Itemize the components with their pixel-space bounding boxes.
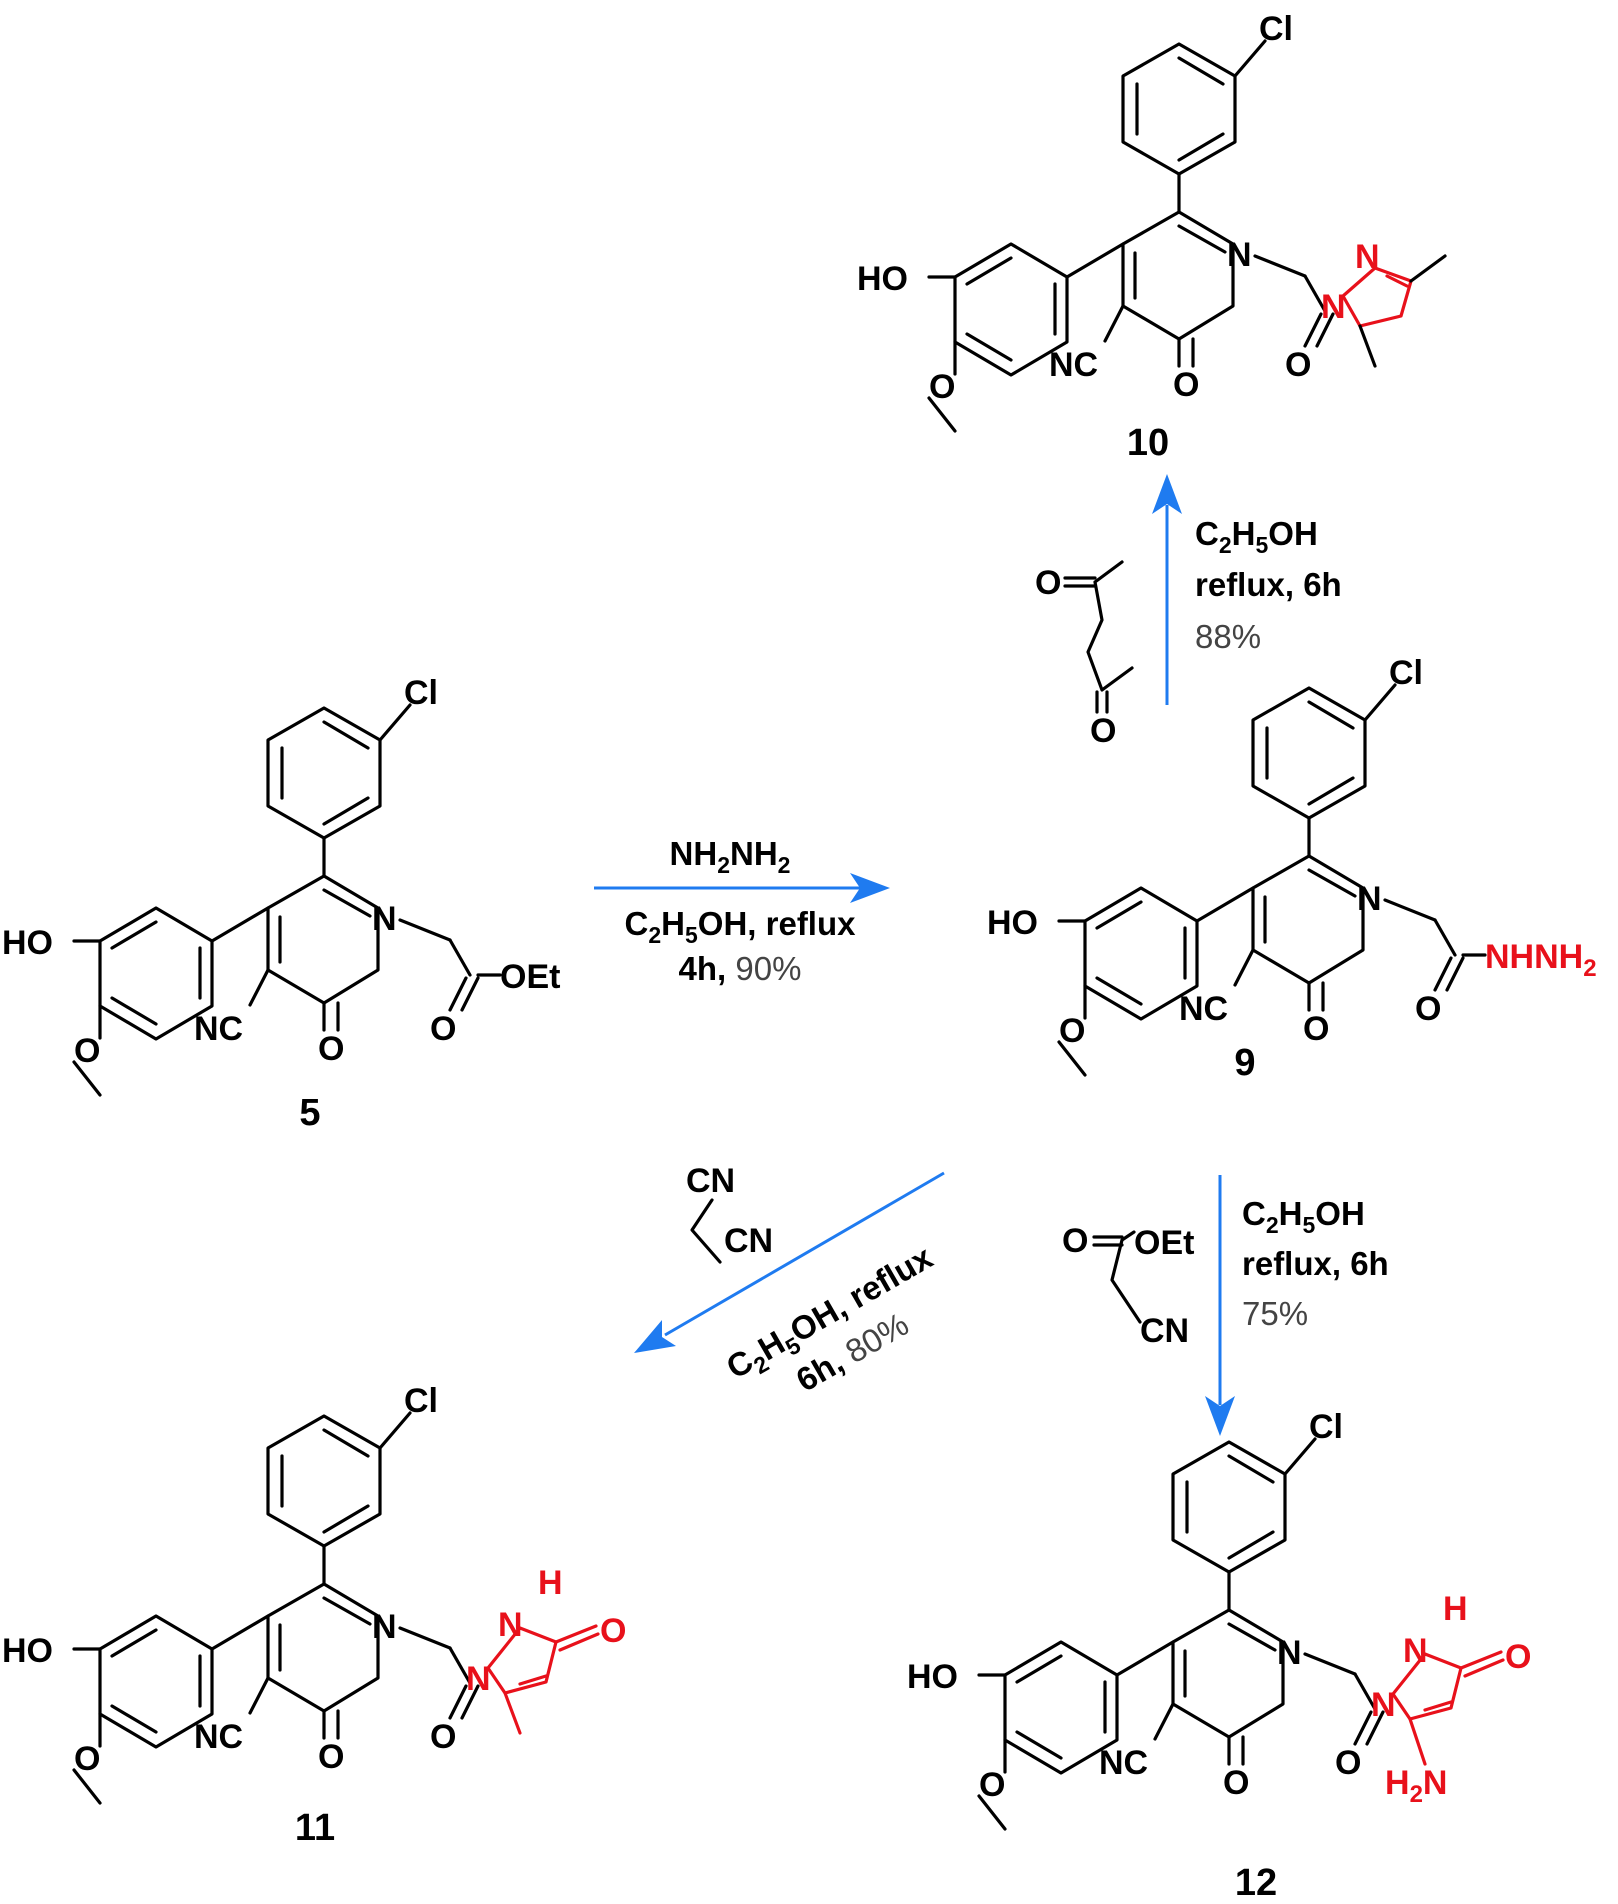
solvent-5-to-9: C2H5OH, reflux [625,905,857,948]
svg-text:O: O [1035,564,1061,602]
label-compound-10: 10 [1127,422,1169,464]
svg-text:CN: CN [1140,1312,1189,1350]
atom-h-pyrazolone: H [538,1564,563,1602]
compound-10: N N [855,8,1447,433]
solvent-9-to-10: C2H5OH [1195,515,1318,558]
atom-n-pyrazolone-1: N [1371,1686,1396,1724]
reagent-nh2nh2: NH2NH2 [670,835,791,878]
atom-h2n: H2N [1385,1764,1447,1808]
label-compound-11: 11 [295,1807,335,1849]
label-compound-5: 5 [299,1092,320,1134]
atom-nhnh2: NHNH2 [1485,938,1597,982]
arrow-9-to-10 [1152,474,1182,705]
svg-text:CN: CN [686,1162,735,1200]
arrow-9-to-11 [634,1171,945,1353]
time-yield-5-to-9: 4h, 90% [679,950,802,987]
atom-n-pyrazole-1: N [1321,288,1346,326]
yield-9-to-12: 75% [1242,1295,1308,1332]
compound-5: OEt [0,672,560,1097]
svg-text:OEt: OEt [1134,1224,1194,1262]
arrow-9-to-12 [1205,1175,1235,1436]
label-compound-12: 12 [1235,1862,1277,1904]
svg-text:CN: CN [724,1222,773,1260]
atom-oet: OEt [500,958,560,996]
reagent-ethyl-cyanoacetate: O OEt CN [1062,1222,1194,1350]
reagent-malononitrile: CN CN [686,1162,773,1264]
atom-n-pyrazole-2: N [1355,238,1380,276]
reagent-acetylacetone: O O [1035,560,1134,750]
atom-o-pyrazolone: O [600,1612,626,1650]
atom-h-pyrazolone: H [1443,1590,1468,1628]
arrow-5-to-9 [594,873,890,903]
atom-n-pyrazolone-2: N [498,1606,523,1644]
svg-text:O: O [1062,1222,1088,1260]
atom-n-pyrazolone-1: N [466,1660,491,1698]
yield-9-to-10: 88% [1195,618,1261,655]
conditions-9-to-11: C2H5OH, reflux 6h, 80% [720,1238,942,1399]
atom-o-pyrazolone: O [1505,1638,1531,1676]
compound-9: NHNH2 [985,652,1597,1077]
condition-9-to-10: reflux, 6h [1195,566,1342,603]
solvent-9-to-12: C2H5OH [1242,1195,1365,1238]
compound-12: N N H O H2N [905,1406,1531,1831]
condition-9-to-12: reflux, 6h [1242,1245,1389,1282]
compound-11: N N H O [0,1380,626,1805]
label-compound-9: 9 [1234,1042,1255,1084]
svg-text:O: O [1090,712,1116,750]
atom-n-pyrazolone-2: N [1403,1632,1428,1670]
